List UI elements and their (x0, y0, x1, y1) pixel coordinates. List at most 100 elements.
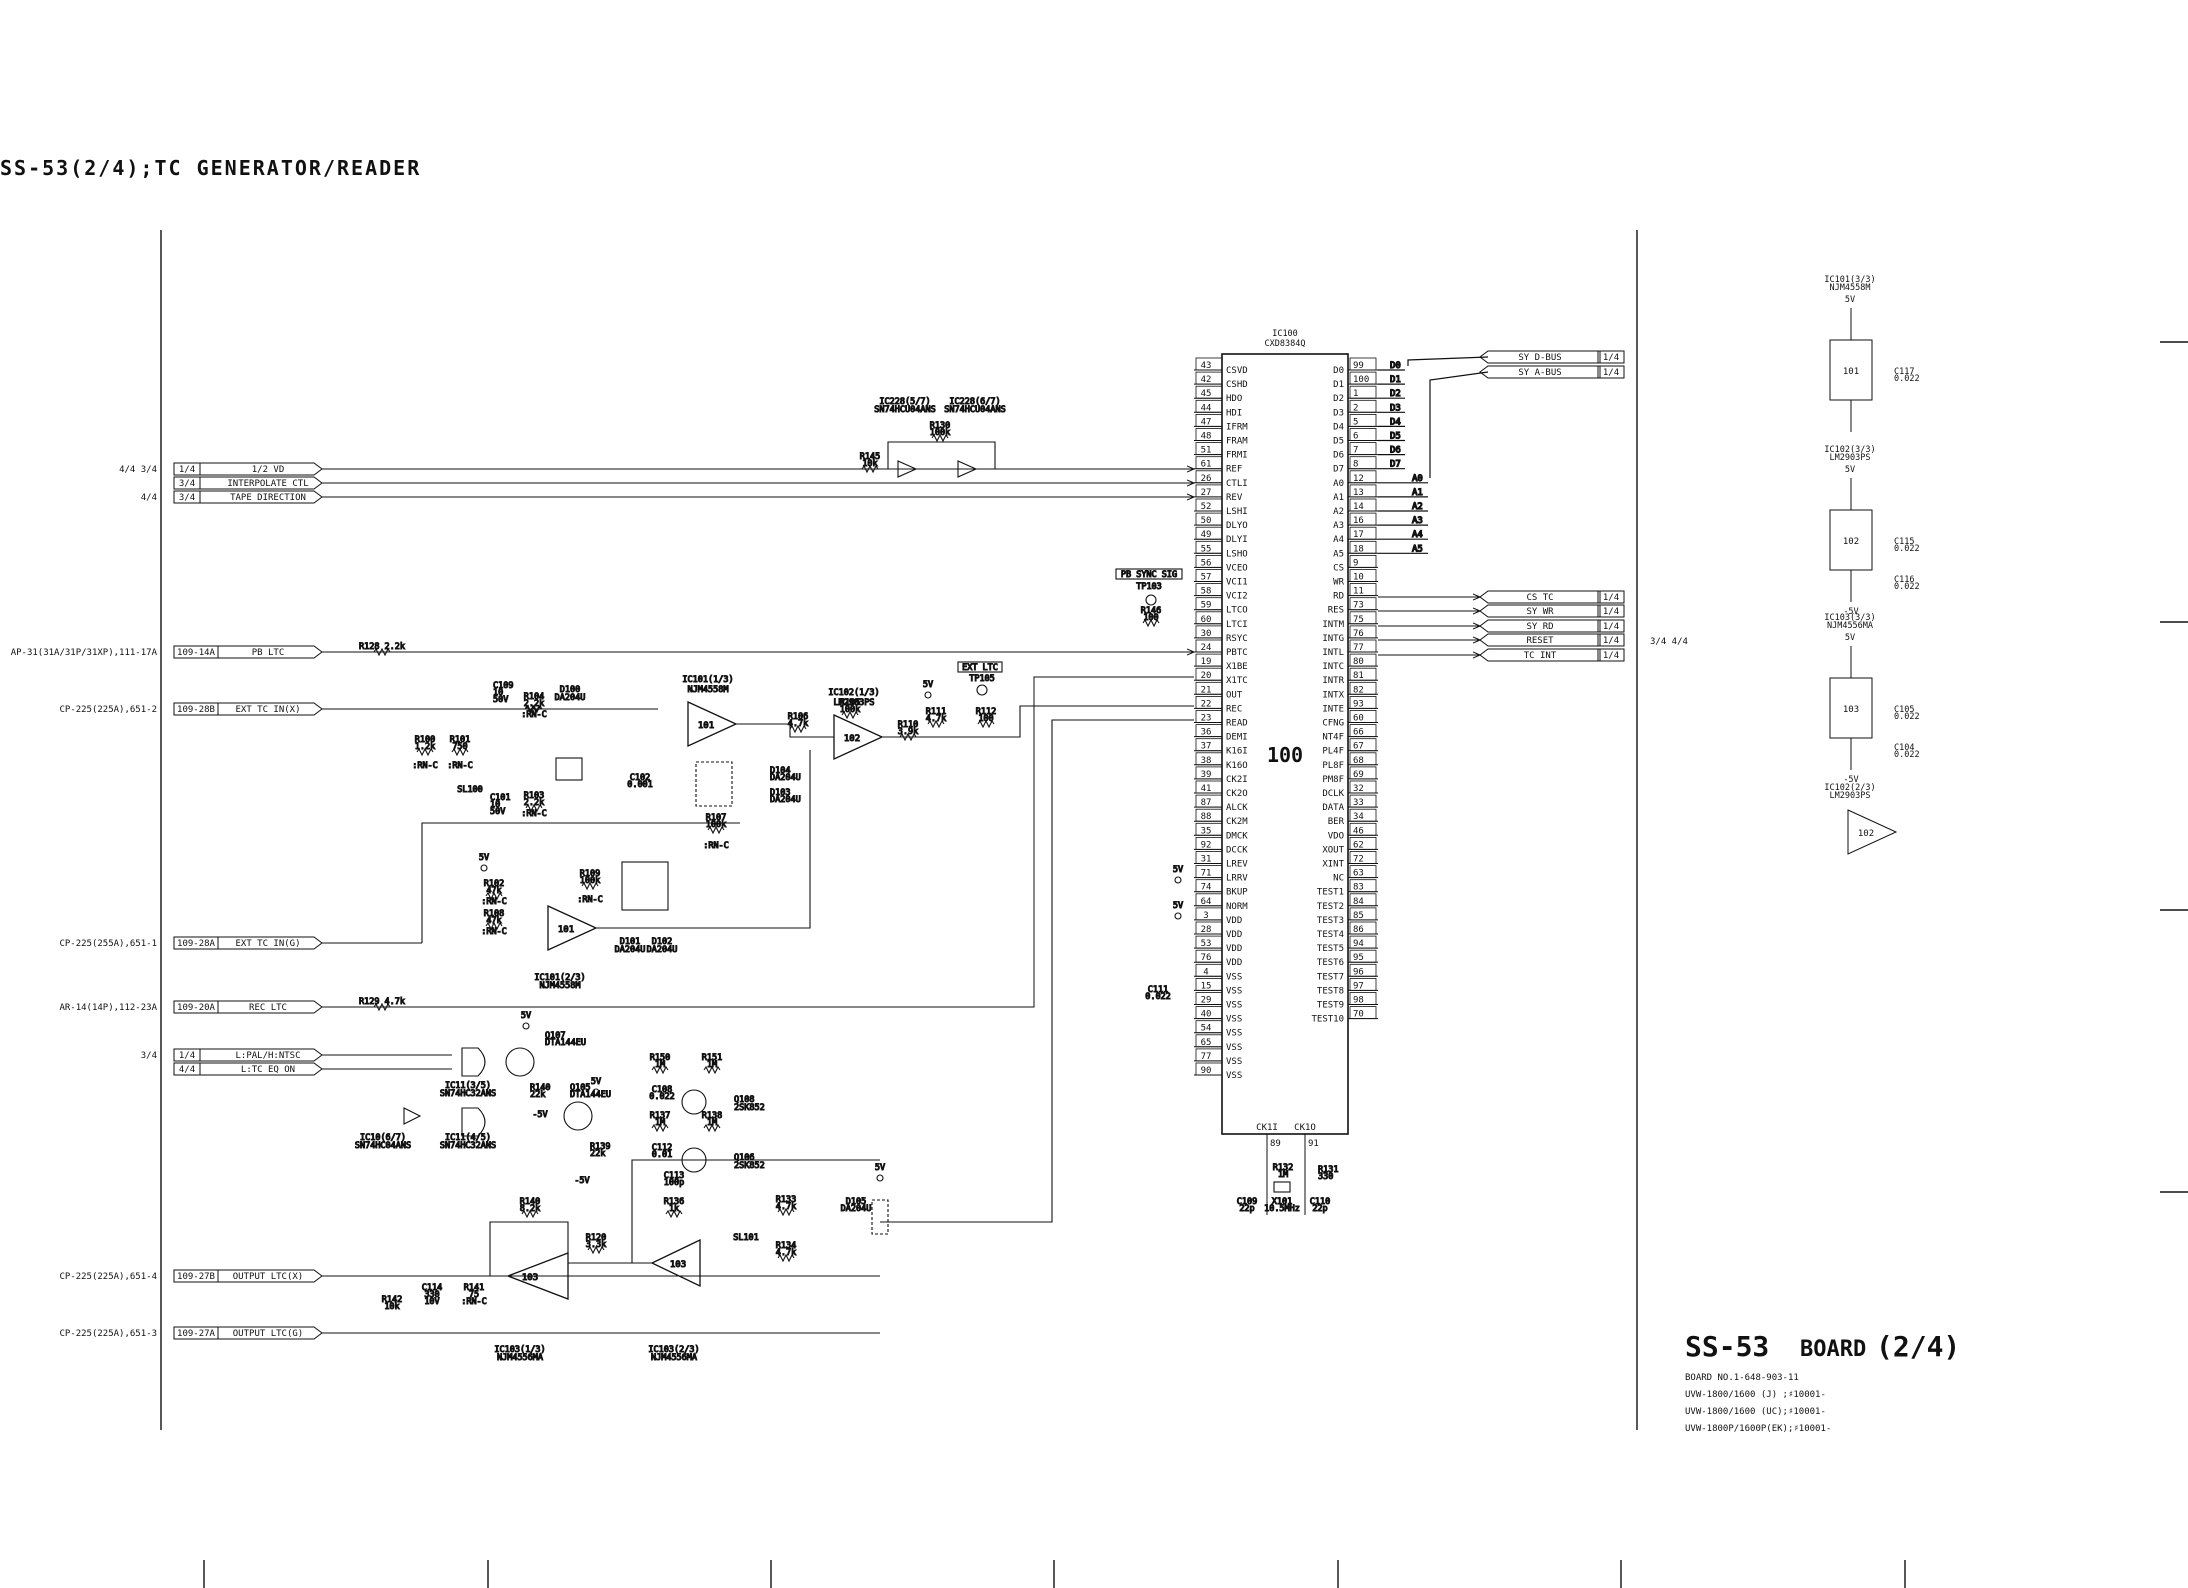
input-label: EXT TC IN(G) (235, 939, 300, 949)
r109-tol: :RN-C (577, 895, 603, 905)
r131-value: 330 (1318, 1172, 1333, 1182)
r146-resistor-ref: R146 (1141, 606, 1161, 616)
ic100-left-pin-box (1195, 935, 1223, 949)
ic100-right-pin-box (1349, 1006, 1377, 1019)
ic100-left-pin-box (1195, 710, 1223, 723)
r139-ref: R139 (590, 1142, 610, 1152)
c109-cap (524, 704, 542, 714)
r138-resistor-value: 1M (707, 1118, 717, 1128)
power-unit-cap2: C116 (1894, 575, 1914, 585)
ic100-left-pin-number: 30 (1201, 629, 1212, 639)
ic100-right-pin-number: 11 (1353, 587, 1364, 597)
r100-tol: :RN-C (412, 761, 438, 771)
c102-value: 0.001 (627, 780, 653, 790)
power-unit-vplus: 5V (1845, 633, 1855, 643)
pb-sync-tag (1115, 568, 1183, 580)
addr-bus-label: A2 (1412, 502, 1423, 512)
ic100-right-pin-box (1349, 512, 1377, 526)
ic100-right-pin-number: 93 (1353, 699, 1364, 709)
q108-transistor (681, 1089, 707, 1115)
ic100-left-pin-name: LTCI (1226, 620, 1248, 630)
input-sheet-ref: AP-31(31A/31P/31XP),111-17A (11, 648, 158, 658)
power-unit-ref: IC102(3/3) (1824, 445, 1875, 455)
ic100-left-pin-name: IFRM (1226, 422, 1248, 432)
c101-value: 10 (490, 800, 500, 810)
ic100-left-pin-number: 3 (1203, 911, 1208, 921)
power-unit-cap2: C104 (1894, 743, 1914, 753)
ic100-left-pin-number: 48 (1201, 432, 1212, 442)
ic100-pin-91: 91 (1308, 1139, 1319, 1149)
output-connector-box (1479, 633, 1601, 647)
d100-ref: D100 (560, 685, 580, 695)
power-unit-body-label: 103 (1843, 705, 1859, 715)
ic100-right-pin-name: INTR (1322, 676, 1344, 686)
ic101b-opamp (547, 904, 598, 952)
power-unit-body-label: 102 (1843, 537, 1859, 547)
ic102a-opamp-part: LM2903PS (834, 698, 875, 708)
r120-resistor-ref: R120 (586, 1233, 606, 1243)
wire-ic101b-out (596, 750, 811, 929)
ic100-right-pin-box (1349, 555, 1377, 568)
input-label: L:PAL/H:NTSC (235, 1051, 300, 1061)
ic100-left-pin-name: CSVD (1226, 366, 1248, 376)
r141-ref: R141 (464, 1283, 484, 1293)
q106-transistor (681, 1147, 707, 1173)
r140-resistor (521, 1209, 539, 1219)
ic100-left-pin-name: VDD (1226, 958, 1242, 968)
ic100-left-pin-number: 23 (1201, 714, 1212, 724)
r130-resistor-value: 100k (930, 428, 950, 438)
c108-value: 0.022 (649, 1092, 675, 1102)
ic100-right-pin-number: 82 (1353, 685, 1364, 695)
ic100-left-pin-box (1195, 696, 1223, 709)
ic100-right-pin-name: A2 (1333, 507, 1344, 517)
ic100-left-pin-number: 31 (1201, 855, 1212, 865)
tp103-label: TP103 (1136, 582, 1162, 592)
ic100-right-pin-number: 8 (1353, 460, 1358, 470)
ic100-left-pin-box (1195, 667, 1223, 681)
board-model-line-2: UVW-1800/1600 (UC);♯10001- (1685, 1407, 1826, 1417)
c108-ref: C108 (652, 1085, 672, 1095)
ic11b-gate (461, 1107, 486, 1137)
ic100-left-pin-name: LSHO (1226, 549, 1248, 559)
ic100-left-pin-name: LREV (1226, 860, 1248, 870)
vm5-label: -5V (574, 1176, 589, 1186)
ic100-right-pin-box (1349, 724, 1377, 737)
power-unit-vplus: 5V (1845, 295, 1855, 305)
output-label: TC INT (1524, 651, 1557, 661)
ic100-right-pin-box (1349, 456, 1377, 470)
ic100-right-pin-box (1349, 907, 1377, 921)
addr-bus-label: A5 (1412, 544, 1423, 554)
ic100-right-pin-box (1349, 470, 1377, 484)
ic100-right-pin-number: 60 (1353, 714, 1364, 724)
ic228-feedback (887, 441, 996, 469)
c113-value: 100p (664, 1178, 684, 1188)
v5-label: 5V (875, 1163, 885, 1173)
ic100-left-pin-number: 74 (1201, 883, 1212, 893)
ic100-left-pin-box (1195, 780, 1223, 794)
ic100-left-pin-box (1195, 498, 1223, 512)
r106-resistor-value: 4.7k (788, 719, 808, 729)
ic100-right-pin-box (1349, 837, 1377, 850)
ic100-right-pin-name: D1 (1333, 380, 1344, 390)
ic11a-ref: IC11(3/5) (445, 1081, 491, 1091)
power-unit-cap2-value: 0.022 (1894, 582, 1920, 592)
r137-resistor-ref: R137 (650, 1111, 670, 1121)
wire-out-to-ic103 (880, 719, 1194, 1223)
output-connector-box (1479, 365, 1601, 379)
ic100-left-pin-number: 88 (1201, 812, 1212, 822)
ic100-left-pin-box (1195, 625, 1223, 639)
ic228b-ref: IC228(6/7) (949, 397, 1000, 407)
addr-bus-label: A3 (1412, 516, 1423, 526)
ic100-right-pin-box (1349, 625, 1377, 639)
ic100-right-pin-box (1349, 484, 1377, 498)
ic100-right-pin-name: DATA (1322, 803, 1344, 813)
sl101-label: SL101 (733, 1233, 759, 1243)
ic100-right-pin-name: D4 (1333, 422, 1344, 432)
input-label: 1/2 VD (252, 465, 285, 475)
ic100-right-pin-number: 80 (1353, 657, 1364, 667)
output-label: CS TC (1526, 593, 1553, 603)
ic100-left-pin-number: 76 (1201, 953, 1212, 963)
ic100-left-pin-number: 77 (1201, 1052, 1212, 1062)
r150-resistor-ref: R150 (650, 1053, 670, 1063)
ic11a-part: SN74HC32ANS (440, 1089, 496, 1099)
